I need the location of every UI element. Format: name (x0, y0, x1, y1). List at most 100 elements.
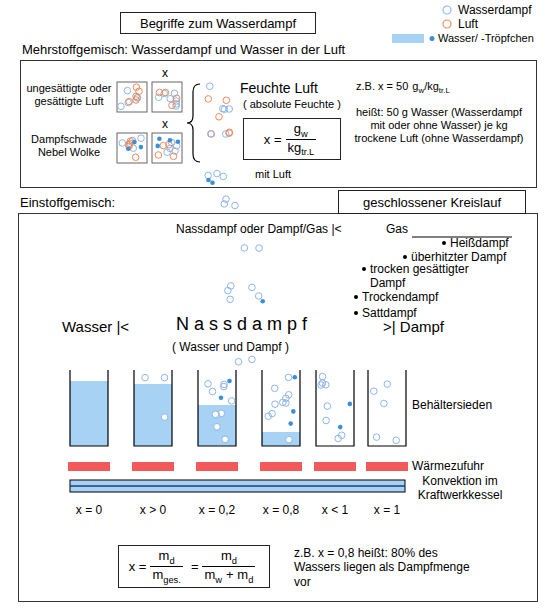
vapor-particle (161, 374, 168, 381)
convection-line (70, 485, 405, 487)
droplet (168, 138, 173, 143)
vapor-particle (228, 283, 235, 290)
label: Behältersieden (412, 398, 492, 412)
droplet-swatch (430, 36, 435, 41)
vapor-particle (221, 383, 228, 390)
text: m (221, 548, 232, 563)
air-particle (173, 95, 180, 102)
vapor-particle (393, 437, 400, 444)
text: z.B. x = 0,8 heißt: 80% des Wassers lieg… (294, 546, 470, 589)
text: x (162, 66, 168, 80)
beaker (70, 370, 108, 446)
heaters (68, 462, 408, 471)
vapor-particle (209, 388, 216, 395)
water-fills (70, 381, 300, 446)
droplet (210, 180, 215, 185)
air-particle (132, 154, 139, 161)
vapor-particle (249, 284, 256, 291)
air-particle (205, 96, 212, 103)
text: ges. (163, 575, 181, 585)
air-particle (155, 152, 162, 159)
vapor-particle (214, 170, 221, 177)
vapor-particle (222, 436, 229, 443)
text: heißt: 50 g Wasser (Wasserdampf mit oder… (355, 106, 524, 144)
formula-box: x =gwkgtr.L (243, 118, 341, 160)
bullet (403, 255, 407, 259)
text: x < 1 (322, 503, 348, 517)
vapor-particle (286, 436, 293, 443)
text: Gas (386, 222, 408, 236)
text: x = (129, 559, 147, 574)
vapor-particle (118, 103, 125, 110)
droplet (132, 140, 137, 145)
vapor-particle (324, 403, 331, 410)
vapor-particle (212, 411, 219, 418)
text: Trockendampf (362, 290, 438, 304)
text: m (152, 567, 163, 582)
label: ( absolute Feuchte ) (243, 98, 341, 111)
text: m (204, 567, 215, 582)
droplet (338, 425, 343, 430)
text: Luft (458, 17, 478, 31)
text: Feuchte Luft (240, 80, 318, 96)
vapor-particle (235, 359, 242, 366)
denominator: kgtr.L (286, 140, 317, 158)
label: x (162, 66, 168, 80)
droplet (176, 140, 181, 145)
beakers (70, 370, 406, 446)
vapor-particle (161, 414, 168, 421)
water (198, 405, 236, 446)
label: x = 1 (357, 503, 417, 517)
droplet (260, 299, 265, 304)
text: N a s s d a m p f (176, 314, 307, 334)
fraction: mdmw+ md (202, 548, 255, 584)
label: ungesättigte oder gesättigte Luft (21, 82, 117, 108)
bullet (442, 241, 446, 245)
text: geschlossener Kreislauf (363, 195, 501, 210)
label: z.B. x = 0,8 heißt: 80% des Wassers lieg… (294, 546, 474, 589)
text: Nassdampf oder Dampf/Gas |< (176, 222, 342, 236)
droplet (155, 144, 160, 149)
numerator: md (150, 548, 183, 567)
vapor-particle (323, 382, 330, 389)
beaker (368, 370, 406, 446)
convection-band (70, 480, 405, 492)
vapor-particle (323, 417, 330, 424)
text: Behältersieden (412, 398, 492, 412)
air-particle (216, 114, 223, 121)
air-particle (133, 84, 140, 91)
text: tr.L (439, 86, 450, 95)
label: Dampfschwade Nebel Wolke (27, 133, 111, 159)
text: Konvektion im Kraftwerkkessel (418, 474, 503, 502)
text: Begriffe zum Wasserdampf (140, 16, 296, 31)
text: Wärmezufuhr (412, 459, 484, 473)
text: g (294, 121, 301, 136)
droplet (348, 402, 353, 407)
label: >| Dampf (383, 318, 444, 336)
vapor-particle (119, 140, 126, 147)
vapor-particle (255, 293, 262, 300)
air-particle (208, 131, 215, 138)
label: x (162, 117, 168, 131)
label: z.B. x = 50gw/kgtr.L (356, 80, 450, 96)
text: x (162, 117, 168, 131)
vapor-particle (381, 400, 388, 407)
text: w (215, 575, 222, 585)
text: >| Dampf (383, 318, 444, 335)
vapor-particle (371, 388, 378, 395)
droplet (157, 136, 162, 141)
beaker (198, 370, 236, 446)
text: Heißdampf (450, 236, 509, 250)
air-particle (223, 97, 230, 104)
vapor-particle (207, 83, 214, 90)
vapor-particle (205, 381, 212, 388)
vapor-particle (283, 395, 290, 402)
vapor-particle (214, 424, 221, 431)
legend-entry: Wasser/ -Tröpfchen (438, 32, 534, 45)
beaker (316, 370, 354, 446)
label: x < 1 (305, 503, 365, 517)
text: x = 0,2 (199, 503, 235, 517)
label: heißt: 50 g Wasser (Wasserdampf mit oder… (348, 106, 530, 146)
denominator: mw+ md (202, 567, 255, 585)
air-particle (169, 102, 176, 109)
